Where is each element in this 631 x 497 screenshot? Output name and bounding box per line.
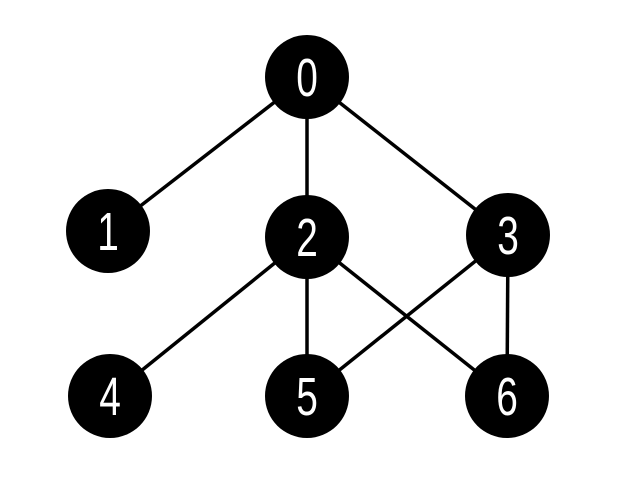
graph-node-2: 2 (265, 195, 349, 279)
graph-node-4: 4 (68, 354, 152, 438)
node-label: 5 (296, 366, 318, 427)
node-circle (466, 193, 550, 277)
node-circle (265, 35, 349, 119)
node-label: 3 (497, 205, 519, 266)
node-circle (66, 189, 150, 273)
node-circle (465, 354, 549, 438)
node-label: 0 (296, 47, 318, 108)
graph-edge-2-4 (108, 235, 309, 398)
graph-node-3: 3 (466, 193, 550, 277)
graph-node-6: 6 (465, 354, 549, 438)
graph-edge-3-5 (305, 233, 510, 398)
node-label: 2 (296, 207, 318, 268)
node-circle (265, 354, 349, 438)
node-circle (68, 354, 152, 438)
node-label: 4 (99, 366, 121, 427)
node-label: 1 (97, 201, 119, 262)
graph-node-0: 0 (265, 35, 349, 119)
node-circle (265, 195, 349, 279)
graph-node-1: 1 (66, 189, 150, 273)
graph-node-5: 5 (265, 354, 349, 438)
node-label: 6 (496, 366, 518, 427)
graph-edge-0-3 (305, 75, 510, 237)
